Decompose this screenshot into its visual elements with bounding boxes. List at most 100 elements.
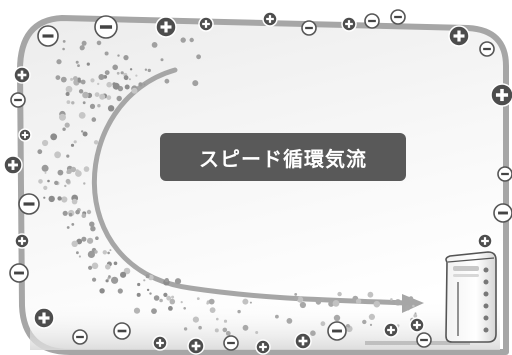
particle-dot bbox=[77, 64, 80, 67]
plus-ion-icon bbox=[294, 332, 312, 350]
minus-ion-icon bbox=[37, 25, 59, 47]
particle-dot bbox=[394, 299, 402, 306]
particle-dot bbox=[315, 299, 322, 305]
particle-dot bbox=[123, 55, 129, 61]
particle-dot bbox=[76, 251, 79, 255]
particle-dot bbox=[91, 262, 99, 270]
ion-markers bbox=[3, 9, 512, 355]
particle-dot bbox=[65, 85, 73, 93]
particle-dot bbox=[96, 40, 102, 46]
particle-dot bbox=[373, 300, 381, 308]
particle-dot bbox=[242, 324, 249, 331]
particle-dot bbox=[80, 79, 86, 85]
particle-dot bbox=[216, 317, 219, 321]
particle-dot bbox=[196, 297, 200, 300]
particle-dot bbox=[408, 296, 414, 301]
particle-dot bbox=[328, 301, 334, 307]
particle-dot bbox=[112, 82, 116, 86]
particle-dot bbox=[169, 298, 176, 305]
particle-dot bbox=[105, 71, 109, 74]
particle-dot bbox=[136, 292, 141, 297]
particle-dot bbox=[320, 321, 326, 327]
particle-dot bbox=[146, 288, 150, 292]
particle-dot bbox=[206, 302, 209, 305]
particle-dot bbox=[97, 82, 100, 86]
particle-dot bbox=[59, 113, 66, 121]
particle-dot bbox=[43, 185, 48, 190]
particle-dot bbox=[135, 74, 138, 77]
particle-dot bbox=[131, 87, 138, 94]
particle-dot bbox=[413, 313, 418, 318]
particle-dot bbox=[346, 327, 349, 330]
particle-dot bbox=[222, 327, 228, 333]
particle-dot bbox=[90, 226, 96, 232]
particle-dot bbox=[54, 151, 61, 159]
plus-ion-icon bbox=[13, 66, 31, 84]
particle-dot bbox=[333, 314, 341, 322]
particle-dot bbox=[208, 298, 215, 305]
particle-dot bbox=[37, 149, 43, 155]
particle-dot bbox=[61, 196, 68, 203]
particle-dot bbox=[111, 276, 119, 284]
particle-dot bbox=[70, 77, 74, 81]
minus-ion-icon bbox=[18, 193, 40, 215]
particle-dot bbox=[70, 143, 75, 147]
particle-dot bbox=[78, 255, 81, 258]
particle-dot bbox=[44, 171, 47, 174]
particle-dot bbox=[129, 68, 133, 71]
airflow-caption: スピード循環気流 bbox=[160, 133, 406, 181]
particle-dot bbox=[108, 275, 111, 278]
particle-dot bbox=[86, 209, 92, 215]
particle-dot bbox=[149, 292, 152, 295]
particle-dot bbox=[320, 298, 324, 302]
particle-dot bbox=[368, 313, 375, 320]
minus-ion-icon bbox=[113, 322, 131, 340]
particle-dot bbox=[123, 267, 131, 275]
particle-dot bbox=[120, 271, 127, 278]
particle-dot bbox=[89, 103, 96, 109]
plus-ion-icon bbox=[262, 11, 278, 27]
particle-dot bbox=[225, 331, 231, 336]
minus-ion-icon bbox=[327, 321, 347, 341]
particle-dot bbox=[106, 81, 112, 88]
particle-dot bbox=[93, 140, 99, 145]
particle-dot bbox=[71, 240, 78, 247]
particle-dot bbox=[137, 282, 141, 287]
minus-ion-icon bbox=[364, 13, 380, 29]
particle-dot bbox=[102, 250, 108, 255]
particle-dot bbox=[71, 101, 75, 105]
particle-dot bbox=[133, 307, 141, 314]
particle-dot bbox=[180, 37, 186, 43]
particle-dot bbox=[369, 323, 373, 326]
particle-dot bbox=[294, 296, 299, 301]
particle-dot bbox=[95, 236, 99, 240]
particle-dot bbox=[75, 60, 79, 64]
particle-dot bbox=[159, 298, 163, 303]
particle-dot bbox=[189, 37, 194, 43]
particle-dot bbox=[88, 265, 93, 270]
particle-dot bbox=[117, 54, 120, 57]
particle-dot bbox=[128, 78, 131, 81]
plus-ion-icon bbox=[33, 307, 55, 329]
minus-ion-icon bbox=[416, 332, 432, 348]
particle-dot bbox=[138, 82, 143, 87]
plus-ion-icon bbox=[155, 16, 177, 38]
particle-dot bbox=[48, 195, 55, 203]
particle-dot bbox=[214, 328, 219, 333]
particle-dot bbox=[64, 184, 67, 188]
minus-ion-icon bbox=[497, 166, 512, 182]
particle-dot bbox=[362, 319, 367, 325]
particle-dot bbox=[83, 182, 86, 185]
particle-dot bbox=[107, 251, 110, 255]
particle-dot bbox=[71, 223, 75, 226]
minus-ion-icon bbox=[10, 92, 26, 108]
particle-dot bbox=[109, 249, 112, 252]
particle-dot bbox=[66, 100, 71, 104]
particle-dot bbox=[144, 68, 148, 71]
particle-dot bbox=[91, 117, 97, 122]
particle-dot bbox=[97, 104, 101, 108]
particle-dot bbox=[90, 78, 95, 83]
minus-ion-icon bbox=[223, 335, 239, 351]
particle-dot bbox=[299, 301, 306, 309]
